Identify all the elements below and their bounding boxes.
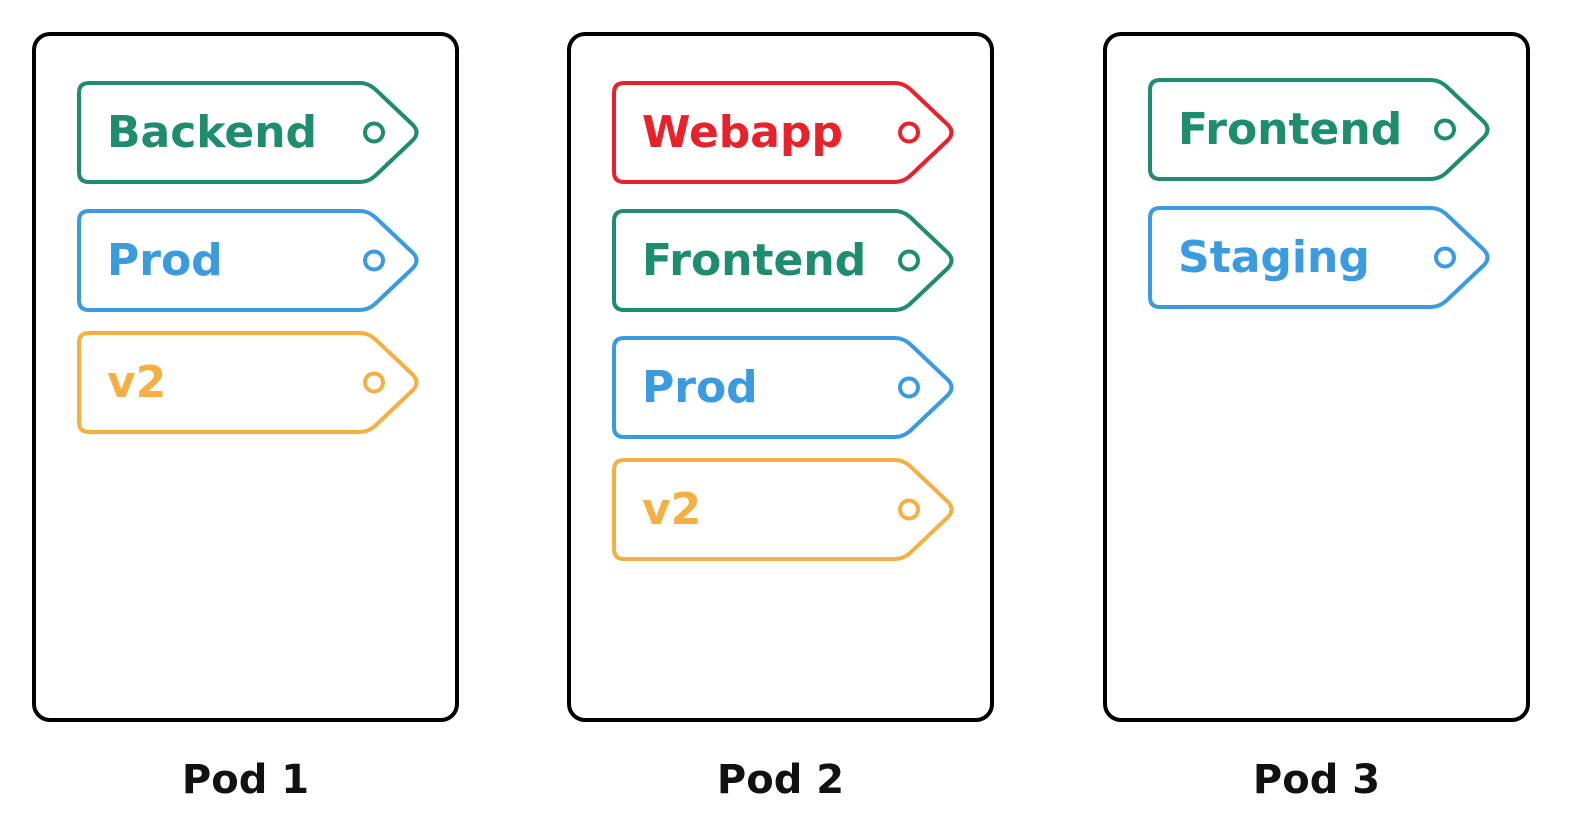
tag-shape bbox=[77, 209, 419, 312]
label-tag: v2 bbox=[612, 458, 955, 561]
tag-outline bbox=[77, 331, 419, 434]
label-tag: v2 bbox=[77, 331, 420, 434]
tag-shape bbox=[612, 209, 954, 312]
label-text: v2 bbox=[642, 484, 702, 535]
label-text: Webapp bbox=[642, 107, 843, 158]
label-tag: Prod bbox=[77, 209, 420, 312]
label-text: Frontend bbox=[642, 235, 867, 286]
tag-hole-icon bbox=[1434, 246, 1456, 269]
label-text: Frontend bbox=[1178, 104, 1403, 155]
label-text: Prod bbox=[642, 362, 758, 413]
label-tag: Prod bbox=[612, 336, 955, 439]
label-tag: Backend bbox=[77, 81, 420, 184]
pod-1-box: Backend Prod v2 bbox=[32, 32, 459, 722]
label-text: v2 bbox=[107, 357, 167, 408]
tag-hole-icon bbox=[363, 371, 385, 394]
label-tag: Webapp bbox=[612, 81, 955, 184]
label-tag: Staging bbox=[1148, 206, 1491, 309]
tag-shape bbox=[612, 81, 954, 184]
tag-outline bbox=[77, 209, 419, 312]
label-text: Prod bbox=[107, 235, 223, 286]
tag-outline bbox=[77, 81, 419, 184]
tag-shape bbox=[1148, 206, 1490, 309]
tag-shape bbox=[1148, 78, 1490, 181]
pod-3-box: Frontend Staging bbox=[1103, 32, 1530, 722]
tag-hole-icon bbox=[898, 498, 920, 521]
label-text: Backend bbox=[107, 107, 318, 158]
tag-shape bbox=[612, 458, 954, 561]
tag-hole-icon bbox=[1434, 118, 1456, 141]
label-tag: Frontend bbox=[612, 209, 955, 312]
tag-hole-icon bbox=[898, 249, 920, 272]
tag-shape bbox=[612, 336, 954, 439]
tag-hole-icon bbox=[363, 121, 385, 144]
tag-outline bbox=[1148, 78, 1490, 181]
tag-hole-icon bbox=[363, 249, 385, 272]
pod-1-title: Pod 1 bbox=[181, 757, 310, 803]
tag-hole-icon bbox=[898, 376, 920, 399]
tag-shape bbox=[77, 331, 419, 434]
tag-hole-icon bbox=[898, 121, 920, 144]
pod-2-title: Pod 2 bbox=[716, 757, 845, 803]
tag-outline bbox=[612, 209, 954, 312]
tag-outline bbox=[612, 458, 954, 561]
tag-outline bbox=[612, 81, 954, 184]
pod-2-box: Webapp Frontend Prod v2 bbox=[567, 32, 994, 722]
tag-outline bbox=[1148, 206, 1490, 309]
label-text: Staging bbox=[1178, 232, 1370, 283]
tag-shape bbox=[77, 81, 419, 184]
tag-outline bbox=[612, 336, 954, 439]
label-tag: Frontend bbox=[1148, 78, 1491, 181]
pod-3-title: Pod 3 bbox=[1252, 757, 1381, 803]
